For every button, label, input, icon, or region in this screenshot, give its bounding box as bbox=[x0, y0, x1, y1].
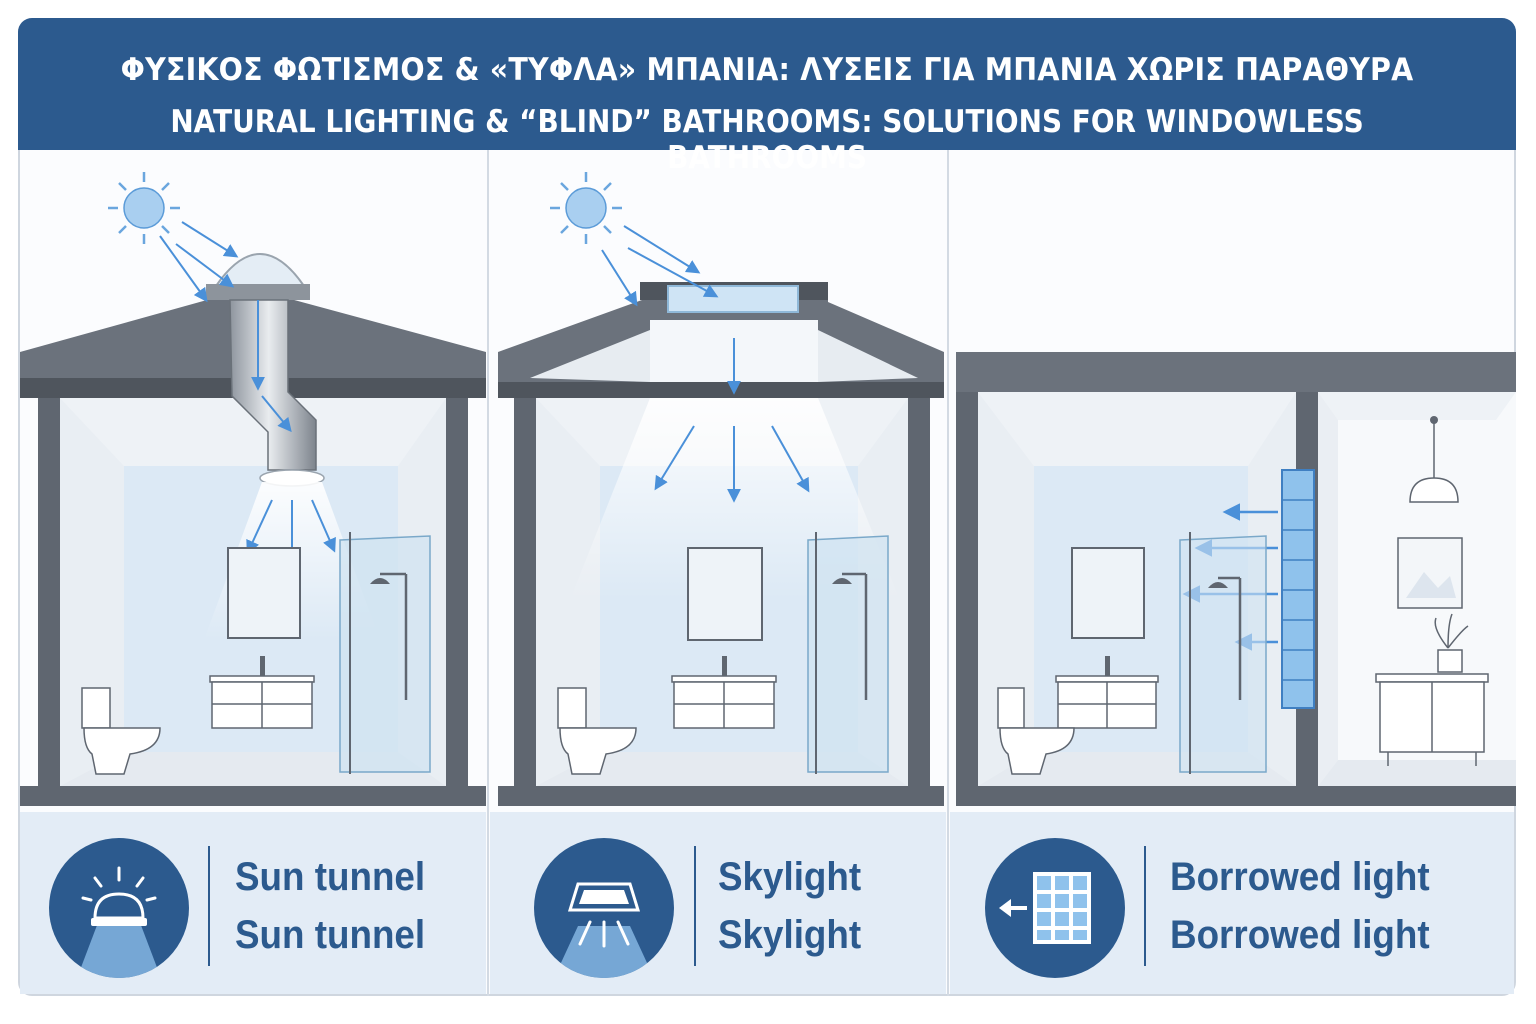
sun-tunnel-scene bbox=[20, 172, 486, 806]
glass-block-icon bbox=[985, 838, 1125, 978]
skylight-window bbox=[667, 285, 799, 313]
mirror bbox=[227, 547, 301, 639]
borrowed-light-label-secondary: Borrowed light bbox=[1170, 913, 1430, 957]
skylight-label: Skylight bbox=[718, 855, 862, 899]
skylight-scene bbox=[498, 172, 944, 806]
shower-enclosure bbox=[339, 532, 431, 774]
sun-tunnel-icon bbox=[49, 838, 189, 978]
sun-icon bbox=[108, 172, 180, 244]
left-wall bbox=[38, 398, 60, 806]
pendant-lamp bbox=[1409, 416, 1459, 503]
floor-slab bbox=[20, 786, 486, 806]
right-wall bbox=[446, 398, 468, 806]
floor-slab bbox=[498, 786, 944, 806]
title-greek: ΦΥΣΙΚΟΣ ΦΩΤΙΣΜΟΣ & «ΤΥΦΛΑ» ΜΠΑΝΙΑ: ΛΥΣΕΙ… bbox=[120, 52, 1414, 88]
toilet bbox=[81, 687, 161, 775]
dome bbox=[214, 253, 306, 287]
vanity bbox=[209, 656, 315, 729]
label-separator bbox=[694, 846, 696, 966]
label-separator bbox=[1144, 846, 1146, 966]
sunlight-rays bbox=[601, 225, 810, 503]
title-english: NATURAL LIGHTING & “BLIND” BATHROOMS: SO… bbox=[170, 104, 1364, 176]
sunlight-rays bbox=[159, 221, 336, 567]
floor-slab bbox=[956, 786, 1516, 806]
mirror bbox=[1071, 547, 1145, 639]
light-tube bbox=[229, 299, 317, 471]
left-wall bbox=[956, 392, 978, 806]
borrowed-light-scene bbox=[956, 352, 1516, 806]
glass-block-wall bbox=[1281, 469, 1315, 709]
sun-icon bbox=[550, 172, 622, 244]
panel-divider bbox=[487, 150, 489, 996]
sun-tunnel-label: Sun tunnel bbox=[235, 855, 426, 899]
mirror bbox=[687, 547, 763, 641]
vanity bbox=[1055, 656, 1159, 729]
potted-plant bbox=[1434, 613, 1469, 673]
borrowed-light-label: Borrowed light bbox=[1170, 855, 1430, 899]
skylight-label-secondary: Skylight bbox=[718, 913, 862, 957]
title-banner: ΦΥΣΙΚΟΣ ΦΩΤΙΣΜΟΣ & «ΤΥΦΛΑ» ΜΠΑΝΙΑ: ΛΥΣΕΙ… bbox=[18, 18, 1516, 176]
label-separator bbox=[208, 846, 210, 966]
vanity bbox=[671, 656, 777, 729]
ceiling-slab bbox=[956, 352, 1516, 392]
sideboard bbox=[1375, 673, 1489, 766]
toilet bbox=[557, 687, 637, 775]
toilet bbox=[997, 687, 1075, 775]
sun-tunnel-label-secondary: Sun tunnel bbox=[235, 913, 426, 957]
left-wall bbox=[514, 398, 536, 806]
shower-enclosure bbox=[1179, 532, 1267, 774]
skylight-icon bbox=[534, 838, 674, 978]
panel-divider bbox=[947, 150, 949, 996]
shower-enclosure bbox=[807, 532, 889, 774]
right-wall bbox=[908, 398, 930, 806]
